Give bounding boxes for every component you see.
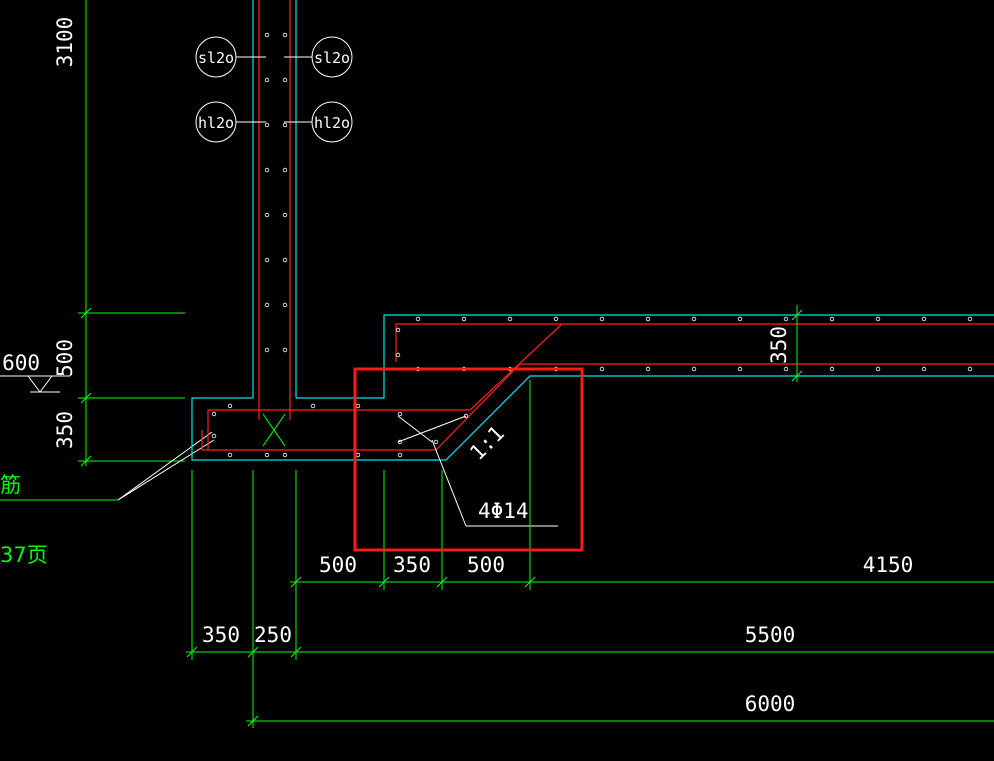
tag-hl2o-right: hl2o bbox=[311, 101, 353, 143]
rebar-dot bbox=[967, 366, 973, 372]
rebar-dot bbox=[264, 302, 270, 308]
dim-total-6000: 6000 bbox=[745, 692, 796, 716]
rebar-dot bbox=[355, 403, 361, 409]
rebar-dot bbox=[282, 122, 288, 128]
rebar-dot bbox=[433, 439, 439, 445]
rebar-dot bbox=[282, 257, 288, 263]
rebar-dot bbox=[645, 366, 651, 372]
left-vertical-dimensions bbox=[78, 0, 185, 467]
foundation-rebars bbox=[201, 323, 994, 451]
rebar-dot bbox=[282, 347, 288, 353]
rebar-dot bbox=[783, 366, 789, 372]
dim-seg-350: 350 bbox=[393, 553, 431, 577]
rebar-dot bbox=[783, 316, 789, 322]
rebar-dot bbox=[507, 316, 513, 322]
rebar-dot bbox=[227, 403, 233, 409]
rebar-dot bbox=[395, 352, 401, 358]
rebar-spec-label: 4Φ14 bbox=[478, 499, 529, 523]
rebar-dot bbox=[264, 77, 270, 83]
rebar-dot bbox=[282, 32, 288, 38]
elevation-label: 9.600 bbox=[0, 351, 40, 375]
rebar-dot bbox=[737, 366, 743, 372]
rebar-dot bbox=[264, 452, 270, 458]
rebar-dot bbox=[691, 316, 697, 322]
rebar-dot bbox=[599, 366, 605, 372]
dim-wall-height: 3100 bbox=[53, 17, 77, 68]
tag-sl2o-left: sl2o bbox=[195, 36, 237, 78]
tag-leaders bbox=[236, 56, 312, 123]
rebar-dot bbox=[282, 452, 288, 458]
tag-label: hl2o bbox=[198, 114, 234, 132]
highlight-box bbox=[353, 367, 584, 552]
rebar-dot bbox=[211, 411, 217, 417]
rebar-dot bbox=[264, 347, 270, 353]
rebar-dot bbox=[829, 366, 835, 372]
dim-seg-4150: 4150 bbox=[863, 553, 914, 577]
rebar-dot bbox=[553, 316, 559, 322]
rebar-dot bbox=[875, 366, 881, 372]
rebar-dot bbox=[395, 327, 401, 333]
elevation-marker bbox=[0, 375, 70, 393]
bottom-dimensions bbox=[186, 380, 994, 728]
rebar-dot bbox=[282, 302, 288, 308]
rebar-dot bbox=[967, 316, 973, 322]
wall-rebars bbox=[258, 0, 291, 420]
slab-thickness-dimension bbox=[791, 305, 803, 382]
rebar-dot bbox=[264, 257, 270, 263]
tag-hl2o-left: hl2o bbox=[195, 101, 237, 143]
rebar-dot bbox=[282, 212, 288, 218]
tag-label: sl2o bbox=[198, 49, 234, 67]
left-page-note: 37页 bbox=[0, 543, 48, 567]
dim-span-5500: 5500 bbox=[745, 623, 796, 647]
rebar-leader bbox=[397, 415, 558, 527]
tag-sl2o-right: sl2o bbox=[311, 36, 353, 78]
rebar-dot bbox=[829, 316, 835, 322]
rebar-dot bbox=[875, 316, 881, 322]
rebar-dot bbox=[461, 316, 467, 322]
rebar-dot bbox=[264, 122, 270, 128]
tag-label: hl2o bbox=[314, 114, 350, 132]
dim-slab-thickness: 350 bbox=[767, 326, 791, 364]
rebar-dot bbox=[463, 413, 469, 419]
rebar-dot bbox=[415, 316, 421, 322]
dim-top-350: 350 bbox=[53, 411, 77, 449]
rebar-dot bbox=[282, 77, 288, 83]
rebar-dot bbox=[310, 403, 316, 409]
rebar-dot bbox=[397, 452, 403, 458]
dim-seg-500-b: 500 bbox=[467, 553, 505, 577]
rebar-dot bbox=[737, 316, 743, 322]
wall-outline bbox=[252, 0, 297, 398]
foundation-outline bbox=[191, 314, 994, 461]
rebar-dot bbox=[264, 167, 270, 173]
rebar-dot bbox=[264, 32, 270, 38]
dim-left-350: 350 bbox=[202, 623, 240, 647]
dim-top-500: 500 bbox=[53, 339, 77, 377]
rebar-dot bbox=[355, 452, 361, 458]
left-note: 筋 bbox=[0, 473, 21, 497]
left-leader bbox=[0, 431, 215, 501]
rebar-dot bbox=[691, 366, 697, 372]
tag-label: sl2o bbox=[314, 49, 350, 67]
rebar-dot bbox=[264, 212, 270, 218]
slope-ratio-label: 1:1 bbox=[465, 421, 509, 465]
rebar-dot bbox=[397, 411, 403, 417]
rebar-dot bbox=[282, 167, 288, 173]
wall-base-cross bbox=[262, 413, 286, 447]
dim-seg-500-a: 500 bbox=[319, 553, 357, 577]
rebar-dot bbox=[227, 452, 233, 458]
rebar-dot bbox=[211, 433, 217, 439]
rebar-dot bbox=[599, 316, 605, 322]
rebar-dots bbox=[211, 32, 973, 458]
rebar-dot bbox=[921, 366, 927, 372]
rebar-dot bbox=[645, 316, 651, 322]
dim-wall-250: 250 bbox=[254, 623, 292, 647]
rebar-dot bbox=[921, 316, 927, 322]
